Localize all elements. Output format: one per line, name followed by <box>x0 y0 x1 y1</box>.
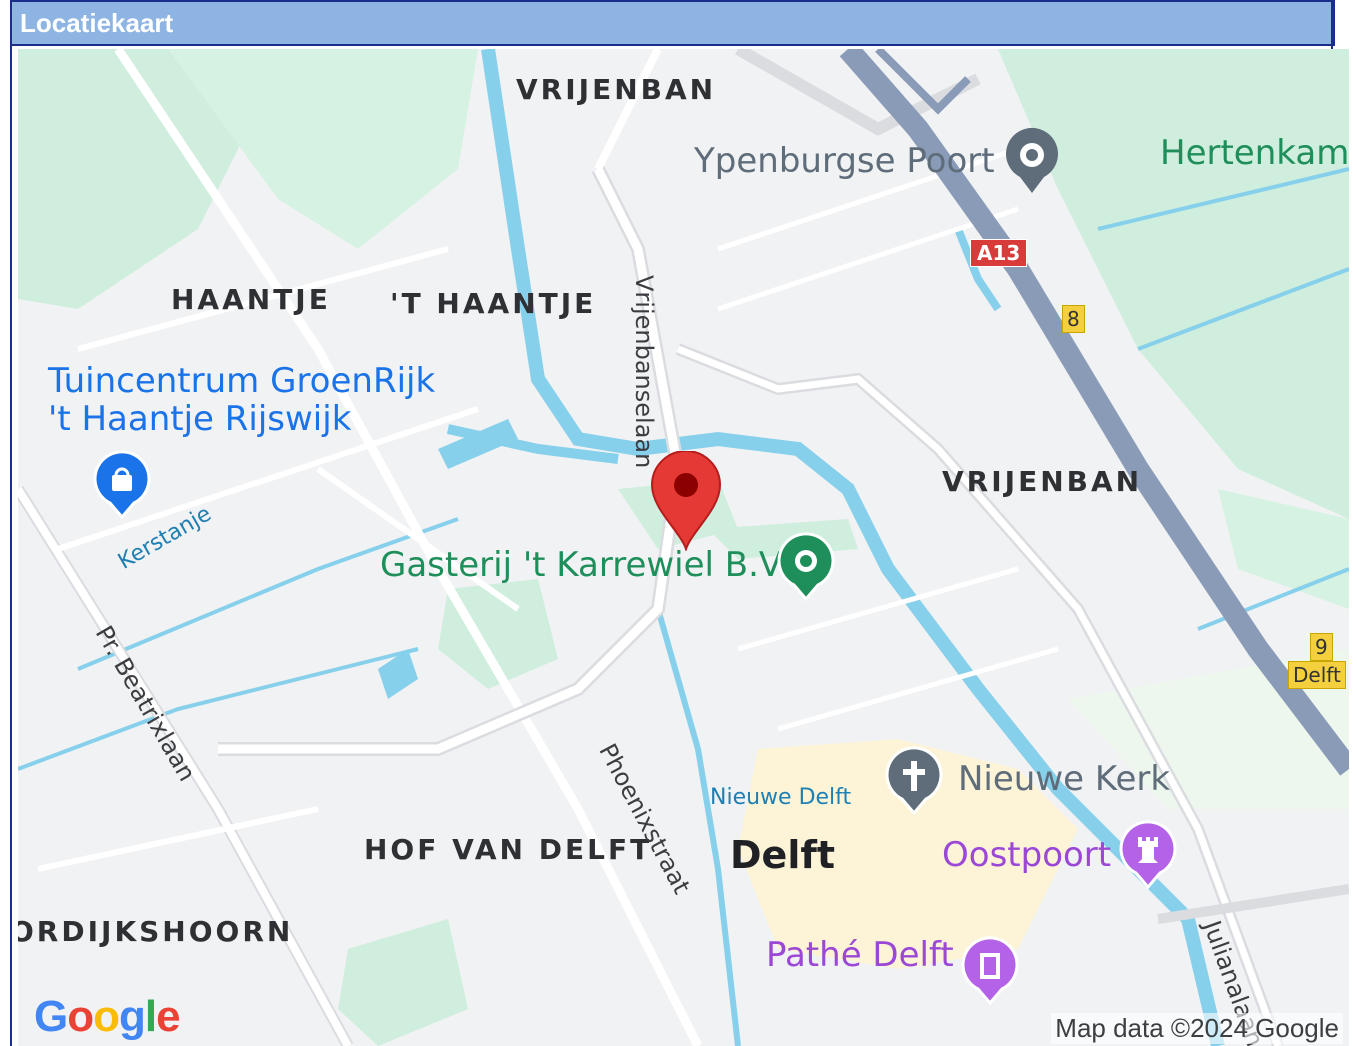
district-label: HOF VAN DELFT <box>364 833 653 866</box>
poi-label[interactable]: 't Haantje Rijswijk <box>48 399 352 439</box>
film-icon[interactable] <box>960 935 1020 1005</box>
cross-icon[interactable] <box>884 745 944 815</box>
district-label: 'T HAANTJE <box>390 287 597 320</box>
street-label: Vrijenbanselaan <box>630 275 658 469</box>
location-ring-icon[interactable] <box>1004 123 1060 195</box>
district-label: ORDIJKSHOORN <box>18 915 294 948</box>
shopping-bag-icon[interactable] <box>92 449 152 519</box>
google-logo[interactable]: Google <box>34 992 181 1041</box>
poi-label[interactable]: Gasterij 't Karrewiel B.V <box>380 545 783 585</box>
road-shield: A13 <box>970 239 1028 267</box>
road-shield: 9 <box>1310 633 1333 661</box>
poi-label[interactable]: Oostpoort <box>942 835 1112 875</box>
road-shield: Delft <box>1288 661 1346 689</box>
poi-label[interactable]: Tuincentrum GroenRijk <box>48 361 436 401</box>
map-copyright[interactable]: Map data ©2024 Google <box>1051 1013 1343 1044</box>
map-view[interactable]: VRIJENBAN HAANTJE 'T HAANTJE VRIJENBAN H… <box>18 49 1349 1046</box>
poi-label[interactable]: Pathé Delft <box>766 935 954 975</box>
castle-icon[interactable] <box>1118 819 1178 889</box>
district-label: HAANTJE <box>171 283 331 316</box>
map-pin-icon[interactable] <box>650 451 722 551</box>
page-title: Locatiekaart <box>20 8 174 38</box>
poi-label[interactable]: Ypenburgse Poort <box>694 141 995 181</box>
district-label: VRIJENBAN <box>516 73 717 106</box>
district-label: VRIJENBAN <box>942 465 1143 498</box>
water-label: Nieuwe Delft <box>710 785 852 810</box>
poi-label[interactable]: Nieuwe Kerk <box>958 759 1171 799</box>
poi-label[interactable]: Hertenkamp <box>1160 133 1349 173</box>
location-ring-icon[interactable] <box>776 529 836 601</box>
road-shield: 8 <box>1062 305 1085 333</box>
city-label: Delft <box>730 833 836 877</box>
